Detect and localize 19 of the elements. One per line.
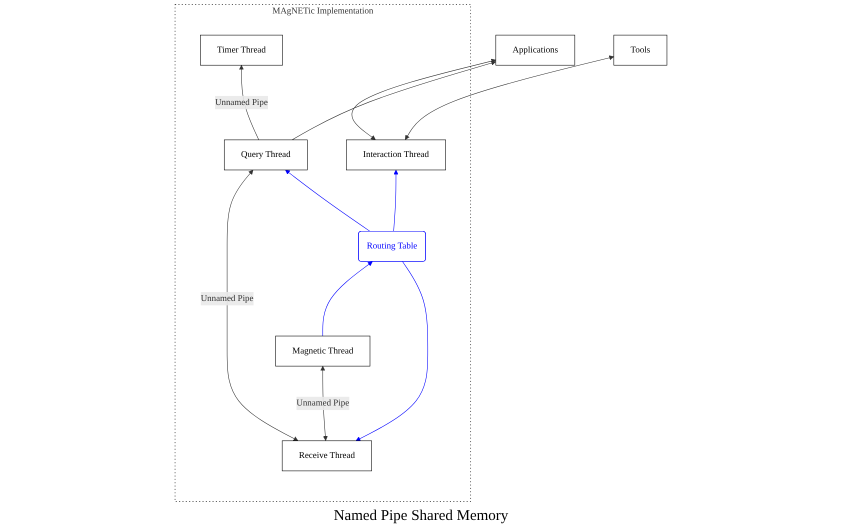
arrow (322, 261, 373, 336)
node-box: Receive Thread (282, 440, 372, 472)
edge-label: Unnamed Pipe (296, 398, 350, 408)
node-box: Applications (496, 34, 576, 66)
arrow (292, 60, 496, 140)
arrow (405, 55, 614, 140)
arrow (352, 58, 496, 140)
node-box: Query Thread (224, 140, 308, 170)
edge-label: Unnamed Pipe (200, 294, 254, 304)
arrow (285, 170, 371, 232)
arrow (226, 170, 298, 441)
edge-label: Unnamed Pipe (215, 98, 268, 107)
arrow (356, 261, 428, 442)
note-text: Named Pipe Shared Memory (334, 508, 508, 525)
node-box: Timer Thread (200, 34, 283, 66)
node-box: Interaction Thread (346, 140, 446, 170)
arrow (393, 170, 398, 232)
node-box: Tools (614, 34, 668, 66)
node-box: Magnetic Thread (275, 336, 370, 366)
